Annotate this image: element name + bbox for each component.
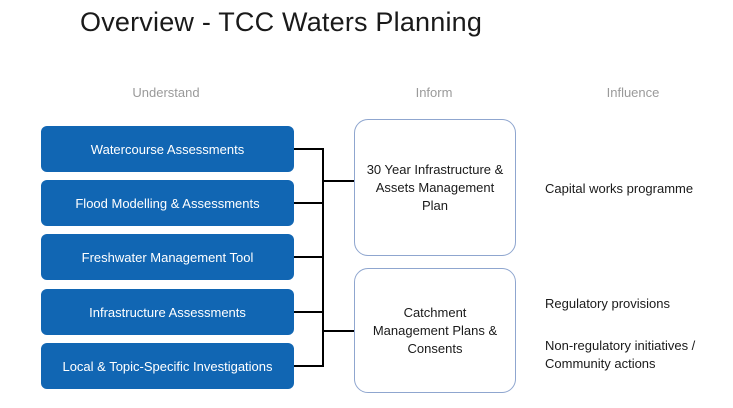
box-infrastructure-assessments: Infrastructure Assessments bbox=[41, 289, 294, 335]
box-catchment-plans: Catchment Management Plans & Consents bbox=[354, 268, 516, 393]
influence-regulatory: Regulatory provisions bbox=[545, 296, 671, 311]
box-freshwater-management-tool: Freshwater Management Tool bbox=[41, 234, 294, 280]
infrastructure-plan-label: 30 Year Infrastructure & Assets Manageme… bbox=[366, 161, 504, 213]
column-heading-inform: Inform bbox=[415, 85, 453, 100]
page-title: Overview - TCC Waters Planning bbox=[80, 7, 483, 37]
box-local-investigations: Local & Topic-Specific Investigations bbox=[41, 343, 294, 389]
box-flood-modelling: Flood Modelling & Assessments bbox=[41, 180, 294, 226]
column-heading-understand: Understand bbox=[132, 85, 200, 100]
influence-capital-works: Capital works programme bbox=[545, 181, 694, 196]
box-watercourse-assessments: Watercourse Assessments bbox=[41, 126, 294, 172]
catchment-plans-label: Catchment Management Plans & Consents bbox=[372, 304, 498, 356]
box-infrastructure-plan: 30 Year Infrastructure & Assets Manageme… bbox=[354, 119, 516, 256]
influence-non-regulatory: Non-regulatory initiatives / Community a… bbox=[545, 338, 696, 371]
column-heading-influence: Influence bbox=[606, 85, 660, 100]
